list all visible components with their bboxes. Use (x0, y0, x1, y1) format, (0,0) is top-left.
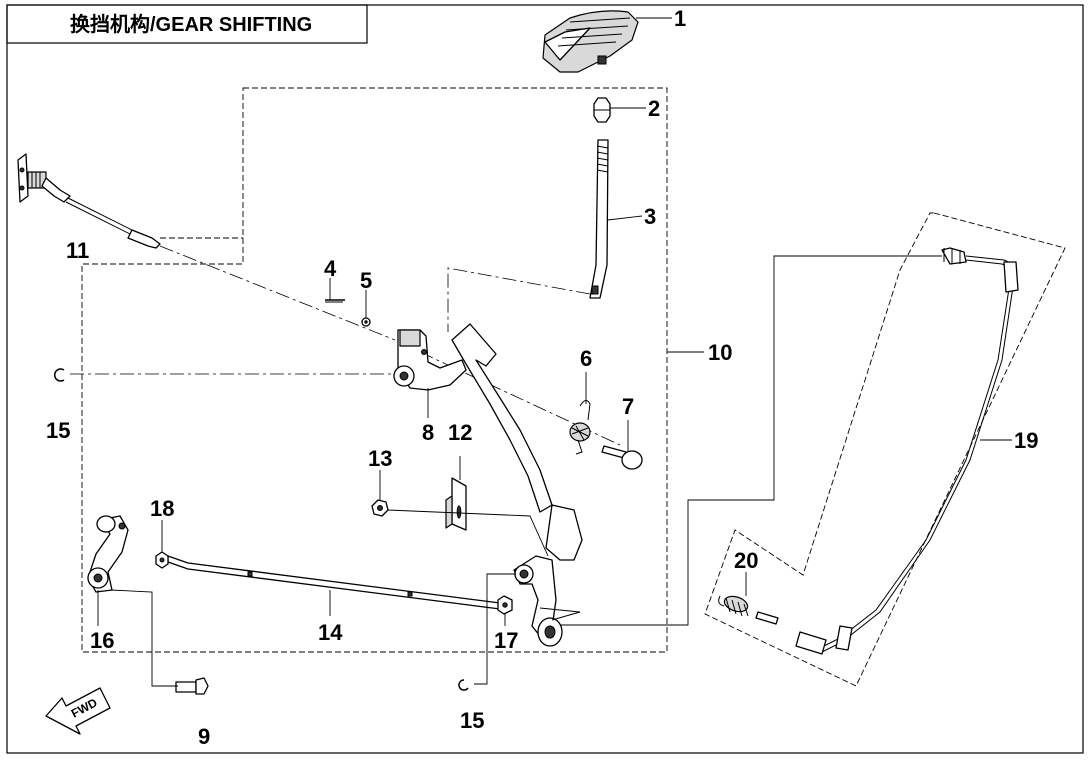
callout-1: 1 (674, 6, 686, 31)
pivot-bolt (601, 445, 643, 470)
callout-12: 12 (448, 420, 472, 445)
drawing-border (6, 4, 1084, 754)
centerline-11 (159, 245, 396, 341)
nut-13 (371, 499, 389, 517)
callout-9: 9 (198, 724, 210, 749)
mounting-plate (445, 477, 467, 531)
title-box: 换挡机构/GEAR SHIFTING (6, 4, 368, 44)
callout-20: 20 (734, 548, 758, 573)
callout-7: 7 (622, 394, 634, 419)
bolt-9 (175, 677, 209, 695)
callout-3: 3 (644, 204, 656, 229)
leader-15b-line (474, 573, 516, 685)
callout-10: 10 (708, 340, 732, 365)
shift-lever (451, 323, 583, 647)
circlip-bottom (458, 679, 469, 691)
return-spring (569, 400, 591, 455)
callout-16: 16 (90, 628, 114, 653)
callout-17: 17 (494, 628, 518, 653)
nut-17 (497, 595, 513, 615)
nut-18 (155, 551, 169, 569)
shift-pedal-rod (589, 139, 609, 299)
cotter-pin (325, 299, 345, 303)
shift-rod (167, 555, 501, 610)
callout-13: 13 (368, 446, 392, 471)
callout-8: 8 (422, 420, 434, 445)
leader-3 (607, 215, 643, 221)
gear-sensor-rod (17, 153, 161, 249)
washer-5 (361, 317, 371, 327)
cable-spring (718, 595, 779, 625)
leader-9-line (109, 589, 178, 687)
callout-14: 14 (318, 620, 343, 645)
shift-arm (87, 515, 129, 593)
callout-19: 19 (1014, 428, 1038, 453)
callout-11: 11 (66, 238, 89, 263)
callout-15-left: 15 (46, 418, 70, 443)
diagram-title: 换挡机构/GEAR SHIFTING (70, 12, 312, 36)
pedal-nut (593, 97, 611, 123)
callout-15-bottom: 15 (460, 708, 484, 733)
callout-5: 5 (360, 268, 372, 293)
leader-13-line (387, 509, 549, 557)
centerline-3 (447, 267, 591, 332)
callout-18: 18 (150, 496, 174, 521)
forward-direction-arrow: FWD (45, 687, 111, 735)
leader-cable-end (560, 255, 942, 626)
cable-19-boundary (704, 212, 1066, 687)
assembly-10-boundary (81, 87, 668, 653)
shift-bracket (393, 329, 467, 391)
shift-pedal-rubber (542, 10, 639, 73)
callout-4: 4 (324, 256, 337, 281)
circlip-left (54, 368, 65, 382)
callout-2: 2 (648, 96, 660, 121)
callout-6: 6 (580, 346, 592, 371)
shift-cable (795, 247, 1019, 655)
